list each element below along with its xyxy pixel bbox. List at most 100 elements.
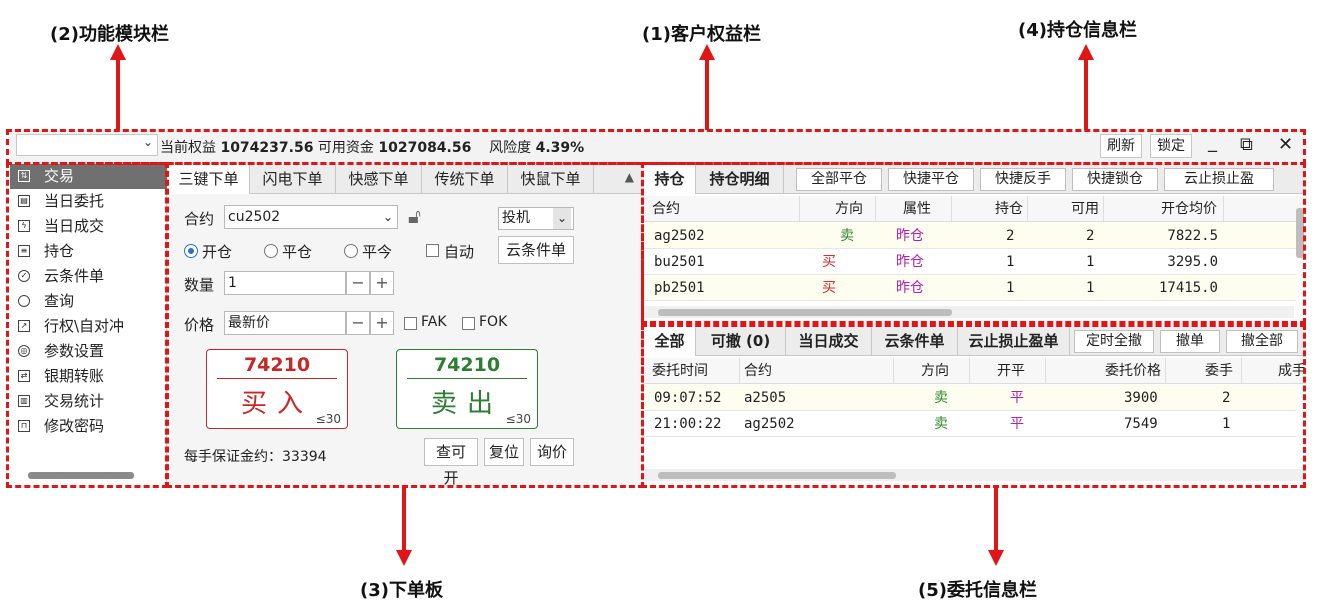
tab-positions[interactable]: 持仓 (644, 164, 696, 194)
price-input[interactable]: 最新价 (224, 311, 346, 335)
open-radio[interactable] (184, 244, 198, 258)
deal-icon: ϟ (18, 220, 30, 232)
tab-three-key[interactable]: 三键下单 (168, 164, 250, 194)
tab-traditional[interactable]: 传统下单 (422, 164, 508, 194)
sidebar-item-trade[interactable]: ⇅交易 (10, 164, 167, 189)
quick-lock-button[interactable]: 快捷锁仓 (1072, 168, 1158, 191)
table-row[interactable]: bu2501 买 昨仓 1 1 3295.0 (644, 249, 1296, 275)
col-contract[interactable]: 合约 (742, 358, 894, 384)
sidebar-item-password[interactable]: ⊓修改密码 (10, 414, 167, 439)
annotation-function-module: (2)功能模块栏 (50, 24, 169, 45)
table-row[interactable]: pb2501 买 昨仓 1 1 17415.0 (644, 275, 1296, 301)
sidebar-item-stats[interactable]: ▥交易统计 (10, 389, 167, 414)
quantity-plus-button[interactable]: + (370, 271, 394, 295)
cell-order-qty: 2 (1222, 390, 1231, 406)
cell-direction: 卖 (934, 416, 948, 432)
cloud-condition-button[interactable]: 云条件单 (498, 236, 574, 264)
col-filled-qty[interactable]: 成手 (1278, 363, 1306, 379)
contract-select[interactable]: cu2502 ⌄ (224, 205, 398, 229)
arrow-line (402, 486, 406, 552)
col-order-time[interactable]: 委托时间 (652, 358, 740, 384)
cloud-stop-button[interactable]: 云止损止盈 (1164, 168, 1274, 191)
positions-hscroll[interactable] (644, 306, 1294, 318)
col-position[interactable]: 持仓 (952, 196, 1028, 222)
sidebar-item-orders[interactable]: ▤当日委托 (10, 189, 167, 214)
cell-position: 1 (1006, 280, 1015, 296)
sell-button[interactable]: 74210 卖出 ≤30 (396, 349, 538, 429)
col-contract[interactable]: 合约 (652, 196, 800, 222)
table-row[interactable]: ag2502 卖 昨仓 2 2 7822.5 (644, 223, 1296, 249)
sidebar-item-cloud[interactable]: ✓云条件单 (10, 264, 167, 289)
sidebar-item-positions[interactable]: ≡ 持仓 (10, 239, 167, 264)
cancel-all-button[interactable]: 撤全部 (1226, 330, 1298, 353)
sidebar-item-label: 持仓 (44, 242, 75, 260)
timed-cancel-all-button[interactable]: 定时全撤 (1074, 330, 1154, 353)
quantity-input[interactable]: 1 (224, 271, 346, 295)
cell-open-close: 平 (1010, 416, 1024, 432)
orders-hscroll[interactable] (644, 469, 1306, 481)
col-open-close[interactable]: 开平 (970, 358, 1046, 384)
auto-checkbox[interactable] (426, 244, 439, 257)
sidebar-scrollbar[interactable] (28, 472, 134, 479)
unlock-icon[interactable]: 🔓︎ (408, 204, 421, 228)
fok-checkbox[interactable] (462, 317, 475, 330)
reset-button[interactable]: 复位 (484, 438, 524, 466)
buy-max: ≤30 (315, 412, 341, 426)
tab-flash[interactable]: 闪电下单 (250, 164, 336, 194)
account-select[interactable]: ⌄ (16, 134, 158, 156)
tab-position-details[interactable]: 持仓明细 (696, 164, 784, 194)
hedge-value: 投机 (502, 210, 530, 226)
col-direction[interactable]: 方向 (894, 358, 970, 384)
chevron-down-icon: ⌄ (142, 135, 153, 149)
refresh-button[interactable]: 刷新 (1100, 134, 1142, 158)
table-row[interactable]: 09:07:52 a2505 卖 平 3900 2 (644, 385, 1296, 411)
tab-mouse[interactable]: 快鼠下单 (508, 164, 594, 194)
price-minus-button[interactable]: − (346, 311, 370, 335)
col-direction[interactable]: 方向 (800, 196, 876, 222)
buy-button[interactable]: 74210 买入 ≤30 (206, 349, 348, 429)
col-available[interactable]: 可用 (1028, 196, 1104, 222)
contract-label: 合约 (184, 210, 215, 228)
sidebar-item-transfer[interactable]: ⇄银期转账 (10, 364, 167, 389)
scroll-thumb[interactable] (658, 309, 952, 316)
tab-cloud-cond[interactable]: 云条件单 (872, 326, 958, 356)
restore-icon[interactable]: ⧉ (1240, 134, 1253, 155)
col-avg-price[interactable]: 开仓均价 (1104, 196, 1224, 222)
col-order-price[interactable]: 委托价格 (1046, 358, 1166, 384)
table-row[interactable]: 21:00:22 ag2502 卖 平 7549 1 (644, 411, 1296, 437)
quick-close-button[interactable]: 快捷平仓 (888, 168, 974, 191)
collapse-up-icon[interactable]: ▲ (624, 170, 634, 184)
quantity-minus-button[interactable]: − (346, 271, 370, 295)
close-today-radio[interactable] (344, 244, 358, 258)
tab-today-deals[interactable]: 当日成交 (786, 326, 872, 356)
tab-all[interactable]: 全部 (644, 326, 696, 356)
lock-button[interactable]: 锁定 (1150, 134, 1192, 158)
price-plus-button[interactable]: + (370, 311, 394, 335)
quote-button[interactable]: 询价 (530, 438, 574, 466)
close-icon[interactable]: ✕ (1278, 134, 1294, 155)
cell-direction: 卖 (934, 390, 948, 406)
tab-cancellable[interactable]: 可撤 (0) (696, 326, 786, 356)
sidebar-item-settings[interactable]: ◎参数设置 (10, 339, 167, 364)
quick-reverse-button[interactable]: 快捷反手 (980, 168, 1066, 191)
close-all-button[interactable]: 全部平仓 (796, 168, 882, 191)
hedge-select[interactable]: 投机 ⌄ (498, 207, 574, 230)
auto-label: 自动 (444, 243, 475, 261)
col-attribute[interactable]: 属性 (876, 196, 952, 222)
positions-panel: 持仓 持仓明细 全部平仓 快捷平仓 快捷反手 快捷锁仓 云止损止盈 合约 方向 … (644, 164, 1306, 320)
position-icon: ≡ (18, 245, 30, 257)
fak-checkbox[interactable] (404, 317, 417, 330)
positions-vscroll[interactable] (1296, 208, 1304, 258)
sidebar-item-query[interactable]: 查询 (10, 289, 167, 314)
tab-cloud-stop[interactable]: 云止损止盈单 (958, 326, 1070, 356)
cell-direction: 买 (822, 254, 836, 270)
minimize-icon[interactable]: _ (1208, 132, 1217, 153)
sidebar-item-exercise[interactable]: ↗行权\自对冲 (10, 314, 167, 339)
scroll-thumb[interactable] (658, 472, 896, 479)
check-available-button[interactable]: 查可开 (424, 438, 478, 487)
col-order-qty[interactable]: 委手 (1166, 358, 1242, 384)
close-radio[interactable] (264, 244, 278, 258)
tab-feel[interactable]: 快感下单 (336, 164, 422, 194)
cancel-order-button[interactable]: 撤单 (1160, 330, 1220, 353)
